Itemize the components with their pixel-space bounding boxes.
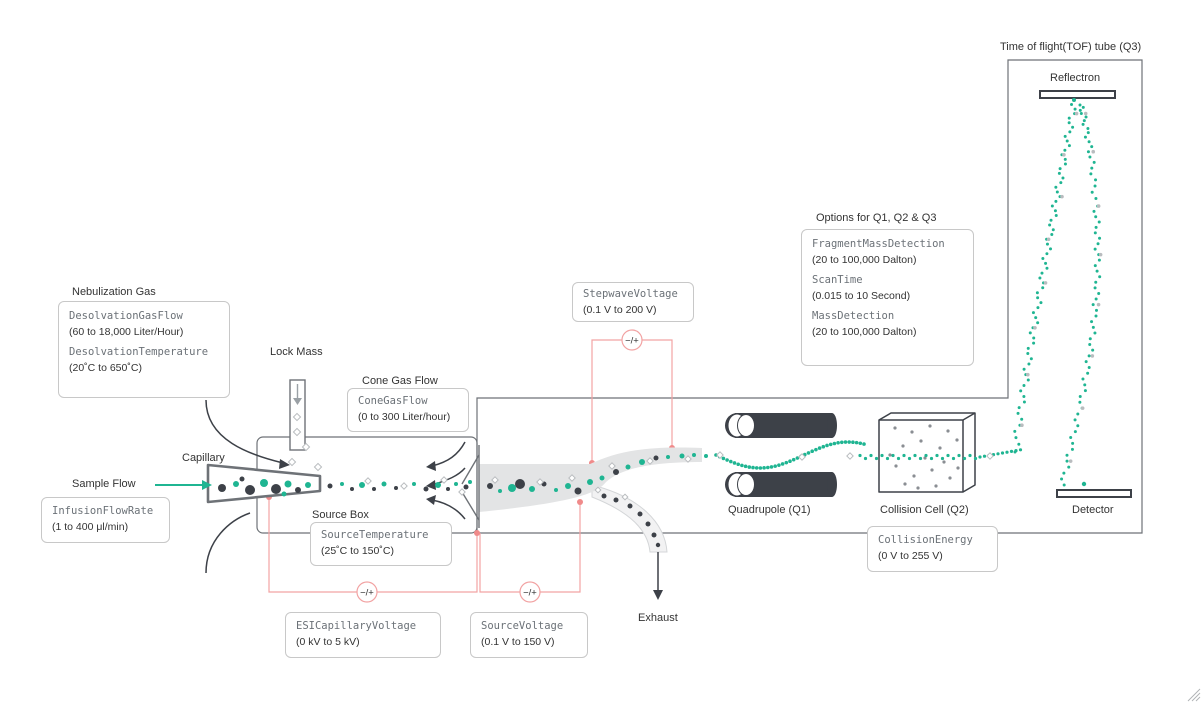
esi-capillary-voltage-name: ESICapillaryVoltage xyxy=(296,620,417,632)
cone-gas-arrows xyxy=(431,441,466,520)
source-voltage-box: SourceVoltage (0.1 V to 150 V) xyxy=(470,612,588,658)
desolvation-gas-flow-range: (60 to 18,000 Liter/Hour) xyxy=(69,326,184,338)
source-temperature-box: SourceTemperature (25˚C to 150˚C) xyxy=(310,522,452,566)
instrument-frame xyxy=(476,59,1143,534)
sample-flow-label: Sample Flow xyxy=(72,478,136,490)
sampling-cone xyxy=(461,445,480,528)
desolvation-temperature-name: DesolvationTemperature xyxy=(69,346,209,358)
desolvation-temperature-range: (20˚C to 650˚C) xyxy=(69,362,142,374)
collision-cell-label: Collision Cell (Q2) xyxy=(880,504,969,516)
infusion-flow-box: InfusionFlowRate (1 to 400 μl/min) xyxy=(41,497,170,543)
reflectron-plate xyxy=(1039,90,1116,99)
infusion-flow-rate-range: (1 to 400 μl/min) xyxy=(52,521,129,533)
collision-energy-range: (0 V to 255 V) xyxy=(878,550,943,562)
polarity-text-1: −/+ xyxy=(360,588,374,599)
exhaust-tube xyxy=(591,484,668,553)
esi-capillary-voltage-box: ESICapillaryVoltage (0 kV to 5 kV) xyxy=(285,612,441,658)
desolvation-param-box: DesolvationGasFlow (60 to 18,000 Liter/H… xyxy=(58,301,230,398)
cone-gas-flow-name: ConeGasFlow xyxy=(358,395,428,407)
polarity-text-2: −/+ xyxy=(523,588,537,599)
quadrupole-rods xyxy=(725,413,837,497)
reflectron-label: Reflectron xyxy=(1050,72,1101,84)
cone-gas-flow-box: ConeGasFlow (0 to 300 Liter/hour) xyxy=(347,388,469,432)
source-voltage-name: SourceVoltage xyxy=(481,620,564,632)
scan-time-name: ScanTime xyxy=(812,274,863,286)
infusion-flow-rate-name: InfusionFlowRate xyxy=(52,505,154,517)
polarity-symbol-1: −/+ xyxy=(356,581,378,603)
collision-energy-box: CollisionEnergy (0 V to 255 V) xyxy=(867,526,998,572)
exhaust-arrow xyxy=(653,552,663,600)
sample-flow-arrow xyxy=(155,480,212,490)
lock-mass-label: Lock Mass xyxy=(270,346,323,358)
options-param-box: FragmentMassDetection (20 to 100,000 Dal… xyxy=(801,229,974,366)
stepwave-voltage-name: StepwaveVoltage xyxy=(583,288,678,300)
source-voltage-range: (0.1 V to 150 V) xyxy=(481,636,555,648)
cone-gas-flow-range: (0 to 300 Liter/hour) xyxy=(358,411,451,423)
nebulization-gas-label: Nebulization Gas xyxy=(72,286,156,298)
mass-detection-name: MassDetection xyxy=(812,310,895,322)
polarity-text-3: −/+ xyxy=(625,336,639,347)
fragment-mass-detection-name: FragmentMassDetection xyxy=(812,238,945,250)
stepwave-voltage-range: (0.1 V to 200 V) xyxy=(583,304,657,316)
fragment-mass-detection-range: (20 to 100,000 Dalton) xyxy=(812,254,917,266)
nebulization-arrowhead xyxy=(279,459,290,469)
source-temperature-range: (25˚C to 150˚C) xyxy=(321,545,394,557)
collision-gas xyxy=(888,424,960,490)
ion-stream xyxy=(218,98,1103,548)
quadrupole-label: Quadrupole (Q1) xyxy=(728,504,811,516)
cone-gas-flow-label: Cone Gas Flow xyxy=(362,375,438,387)
esi-capillary-voltage-range: (0 kV to 5 kV) xyxy=(296,636,360,648)
polarity-symbol-2: −/+ xyxy=(519,581,541,603)
capillary-label: Capillary xyxy=(182,452,225,464)
tof-tube-label: Time of flight(TOF) tube (Q3) xyxy=(1000,41,1142,53)
source-box-label: Source Box xyxy=(312,509,369,521)
detector-plate xyxy=(1056,489,1132,498)
scan-time-range: (0.015 to 10 Second) xyxy=(812,290,911,302)
mass-detection-range: (20 to 100,000 Dalton) xyxy=(812,326,917,338)
stepwave-voltage-box: StepwaveVoltage (0.1 V to 200 V) xyxy=(572,282,694,322)
collision-cell xyxy=(878,412,976,493)
detector-label: Detector xyxy=(1072,504,1114,516)
polarity-symbol-3: −/+ xyxy=(621,329,643,351)
cone-gas-arrowheads xyxy=(426,461,436,505)
nebulization-gas-arrows xyxy=(205,399,284,574)
options-label: Options for Q1, Q2 & Q3 xyxy=(816,212,937,224)
collision-energy-name: CollisionEnergy xyxy=(878,534,973,546)
exhaust-label: Exhaust xyxy=(638,612,678,624)
resize-handle-icon xyxy=(1187,688,1201,702)
desolvation-gas-flow-name: DesolvationGasFlow xyxy=(69,310,183,322)
source-temperature-name: SourceTemperature xyxy=(321,529,429,541)
